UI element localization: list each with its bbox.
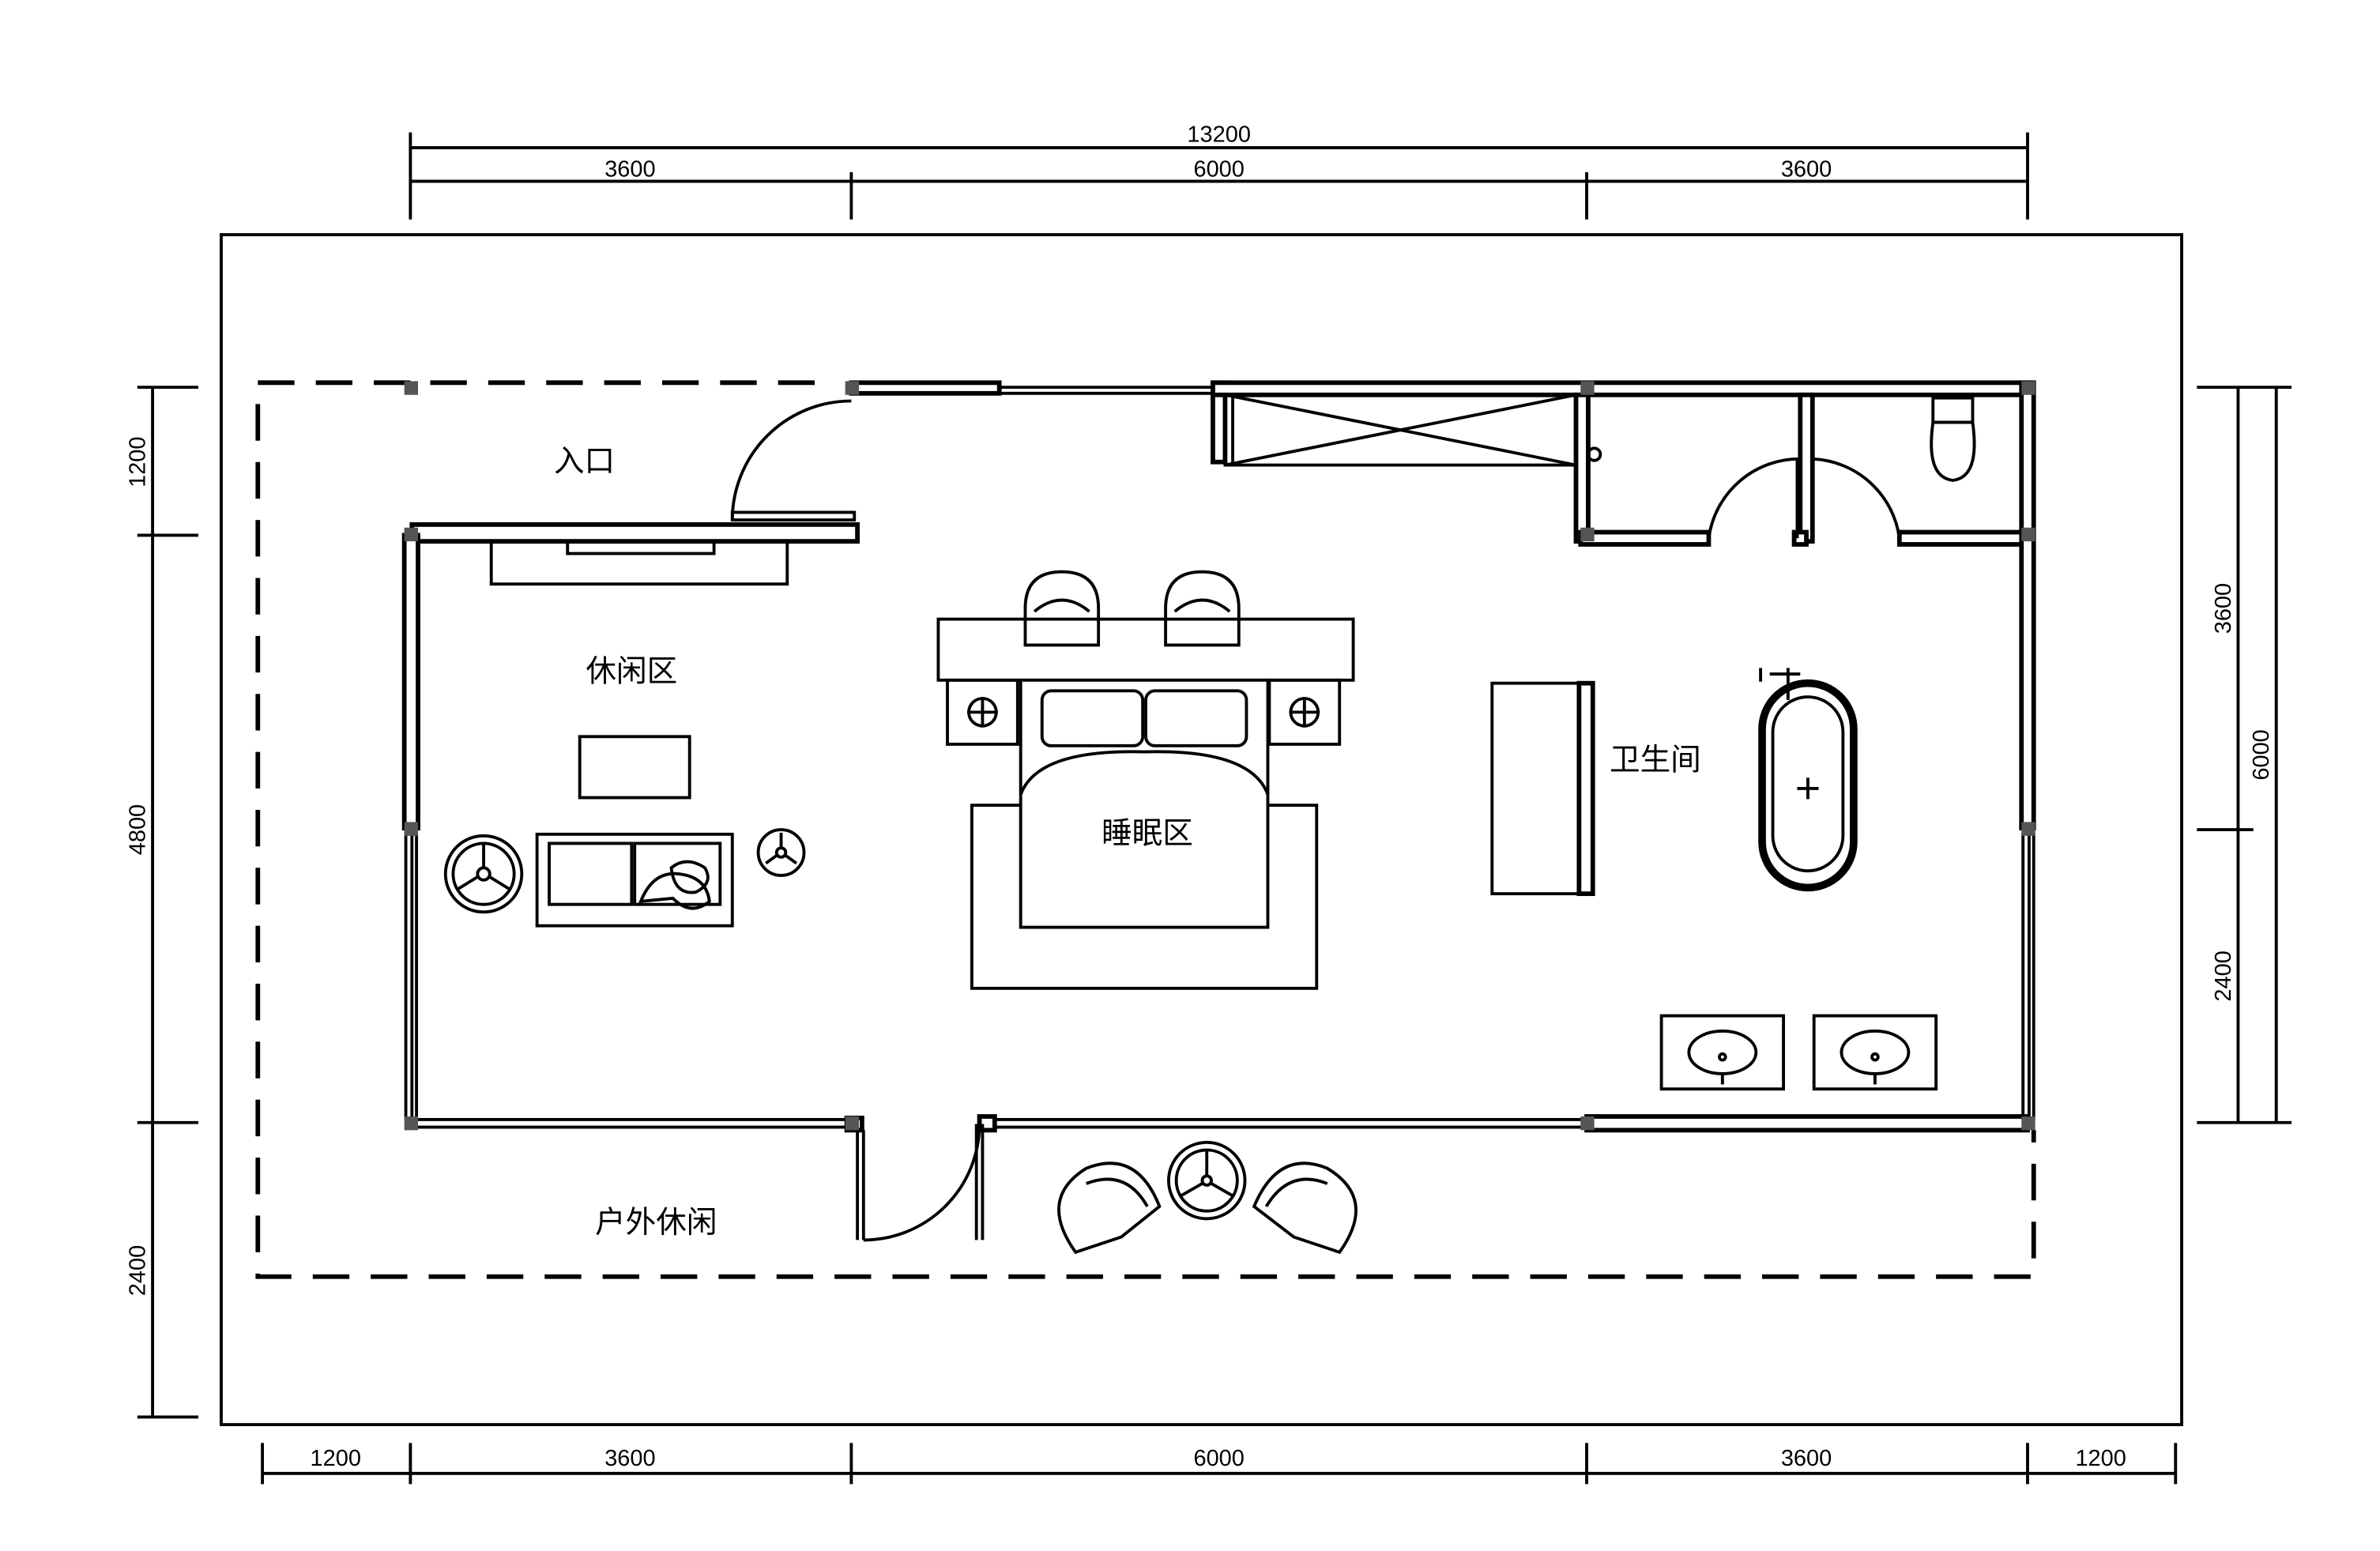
site-boundary [220,233,2183,1426]
vanity-basin-left [1659,1014,1785,1091]
dim-left-2: 4800 [125,804,150,855]
toilet-door [1812,457,1901,539]
walls [401,380,2036,1240]
desk-chair-right [1164,570,1241,647]
label-outdoor: 户外休闲 [595,1205,717,1240]
bathroom-cabinet [1490,680,1595,897]
top-dimensions: 13200 3600 6000 3600 [409,122,2029,220]
dim-left-3: 2400 [125,1245,150,1296]
dim-bottom-2: 3600 [604,1446,655,1471]
dim-right-1: 3600 [2211,583,2236,634]
outdoor-armchair-right [1252,1161,1358,1255]
dim-bottom-5: 1200 [2075,1446,2126,1471]
dim-right-2: 2400 [2211,951,2236,1001]
dim-bottom-3: 6000 [1193,1446,1244,1471]
label-sleeping: 睡眠区 [1102,815,1193,851]
bathtub [1758,668,1858,892]
dim-top-3: 3600 [1781,157,1832,183]
coffee-table [578,735,691,800]
outdoor-armchair-left [1057,1161,1162,1255]
terrace-outline [255,380,2036,1279]
wardrobe [1223,393,1602,467]
label-bathroom: 卫生间 [1610,743,1701,778]
lounge-side-table-left [443,834,524,914]
nightstand-right [1267,678,1342,746]
bed [1019,678,1270,929]
sofa [535,832,734,928]
left-dimensions: 1200 4800 2400 [125,386,198,1419]
lounge-side-table-right [756,828,806,877]
dim-left-1: 1200 [125,437,150,488]
tv-cabinet [489,540,789,586]
nightstand-left [946,678,1019,746]
entrance-door [730,399,857,522]
bottom-dimensions: 1200 3600 6000 3600 1200 [261,1443,2178,1485]
dim-bottom-4: 3600 [1781,1446,1832,1471]
right-dimensions: 3600 2400 6000 [2197,386,2292,1124]
label-lounge: 休闲区 [586,654,677,690]
outdoor-door [863,1124,985,1242]
dim-top-1: 3600 [604,157,655,183]
columns [404,381,2035,1131]
toilet [1930,396,1976,482]
label-entrance: 入口 [554,443,615,479]
desk-chair-left [1023,570,1101,647]
dim-bottom-1: 1200 [311,1446,361,1471]
desk [936,617,1355,682]
dim-top-2: 6000 [1193,157,1244,183]
shower-door [1707,457,1801,539]
vanity-basin-right [1812,1014,1938,1091]
dim-top-total: 13200 [1187,122,1251,147]
dim-right-total: 6000 [2249,729,2274,780]
outdoor-side-table [1167,1140,1247,1221]
